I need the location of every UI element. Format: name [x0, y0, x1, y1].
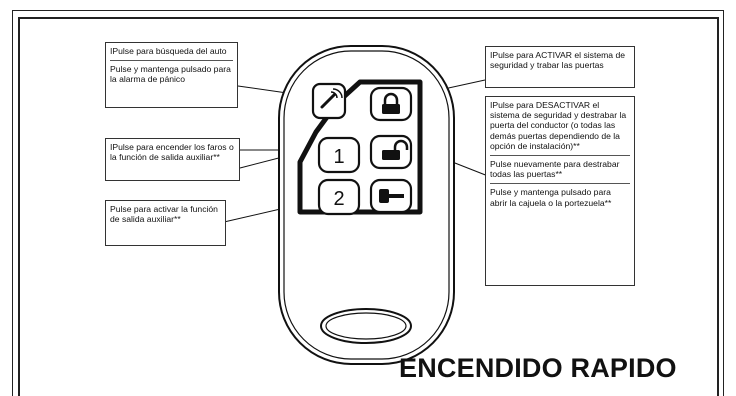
lock-icon: [382, 92, 400, 114]
page-title: ENCENDIDO RAPIDO: [399, 353, 677, 383]
button-1-label: 1: [333, 146, 344, 168]
callout-disarm-text: IPulse para DESACTIVAR el sistema de seg…: [490, 100, 627, 151]
unlock-icon: [382, 139, 409, 160]
callout-search-text: IPulse para búsqueda del auto: [110, 46, 227, 56]
callout-trunk-text: Pulse y mantenga pulsado para abrir la c…: [490, 187, 612, 208]
callout-panic-text: Pulse y mantenga pulsado para la alarma …: [110, 64, 231, 85]
key-fob: [278, 45, 455, 365]
unlock-button[interactable]: [369, 134, 413, 170]
button-1[interactable]: [317, 136, 361, 174]
callout-aux-text: Pulse para activar la función de salida …: [110, 204, 218, 225]
callout-lights-text: IPulse para encender los faros o la func…: [110, 142, 234, 163]
callout-separator: [110, 60, 233, 62]
callout-lights-aux: IPulse para encender los faros o la func…: [105, 138, 240, 181]
callout-search-panic: IPulse para búsqueda del auto Pulse y ma…: [105, 42, 238, 108]
car-search-icon: [320, 88, 343, 109]
callout-separator: [490, 155, 630, 157]
inner-border-right: [717, 17, 719, 396]
button-2-label: 2: [333, 188, 344, 210]
callout-aux: Pulse para activar la función de salida …: [105, 200, 226, 246]
callout-arm-text: IPulse para ACTIVAR el sistema de seguri…: [490, 50, 626, 71]
trunk-key-icon: [379, 189, 404, 203]
inner-border-top: [18, 17, 718, 19]
callout-disarm-unlock: IPulse para DESACTIVAR el sistema de seg…: [485, 96, 635, 286]
panic-button[interactable]: [311, 82, 347, 120]
inner-border-left: [18, 17, 20, 396]
button-2[interactable]: [317, 178, 361, 216]
outer-border: [12, 10, 724, 396]
callout-separator: [490, 183, 630, 185]
lock-button[interactable]: [369, 86, 413, 122]
callout-unlock-all-text: Pulse nuevamente para destrabar todas la…: [490, 159, 620, 180]
trunk-button[interactable]: [369, 178, 413, 214]
callout-arm-lock: IPulse para ACTIVAR el sistema de seguri…: [485, 46, 635, 88]
